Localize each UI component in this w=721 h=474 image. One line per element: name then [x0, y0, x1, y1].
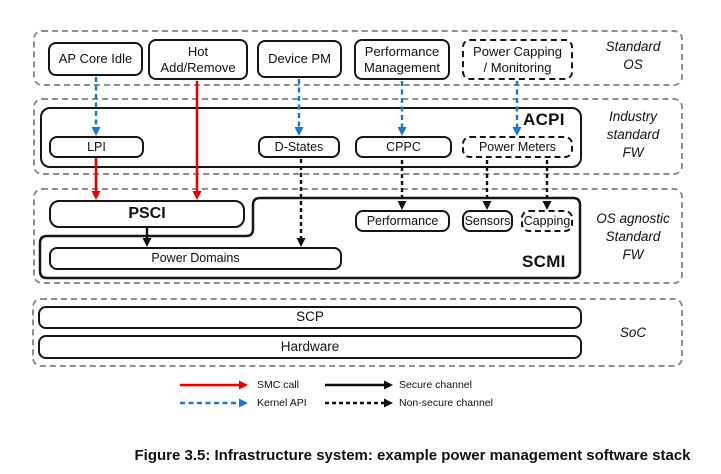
label-soc: SoC: [619, 325, 647, 340]
box-hardware: Hardware: [38, 335, 582, 359]
layer-os-agnostic-fw: [33, 188, 683, 284]
box-psci: PSCI: [49, 200, 245, 228]
box-hot-add-remove: Hot Add/Remove: [148, 39, 248, 80]
box-scp: SCP: [38, 306, 582, 329]
acpi-title: ACPI: [523, 110, 565, 129]
layer-soc: [32, 298, 683, 367]
figure-caption: Figure 3.5: Infrastructure system: examp…: [134, 447, 691, 464]
scmi-title: SCMI: [522, 252, 566, 271]
legend-non-secure-channel-label: Non-secure channel: [399, 397, 493, 409]
legend-secure-channel-label: Secure channel: [399, 379, 472, 391]
label-os-agnostic-fw: OS agnostic Standard FW: [596, 211, 670, 262]
box-ap-core-idle: AP Core Idle: [48, 42, 143, 76]
legend-kernel-api-label: Kernel API: [257, 397, 307, 409]
box-performance-management: Performance Management: [354, 39, 450, 80]
box-power-domains: Power Domains: [49, 247, 342, 270]
box-performance: Performance: [355, 210, 450, 232]
label-standard-os: Standard OS: [605, 39, 661, 72]
box-power-capping-monitoring: Power Capping / Monitoring: [462, 39, 573, 80]
box-power-meters: Power Meters: [462, 136, 573, 158]
box-d-states: D-States: [258, 136, 340, 158]
label-industry-standard-fw: Industry standard FW: [606, 109, 660, 160]
box-sensors: Sensors: [462, 210, 513, 232]
legend-smc-call-label: SMC call: [257, 379, 300, 391]
box-lpi: LPI: [49, 136, 144, 158]
layer-standard-os: [33, 30, 683, 86]
box-device-pm: Device PM: [257, 40, 342, 78]
layer-industry-standard-fw: [33, 98, 683, 175]
box-capping: Capping: [521, 210, 573, 232]
box-cppc: CPPC: [355, 136, 452, 158]
